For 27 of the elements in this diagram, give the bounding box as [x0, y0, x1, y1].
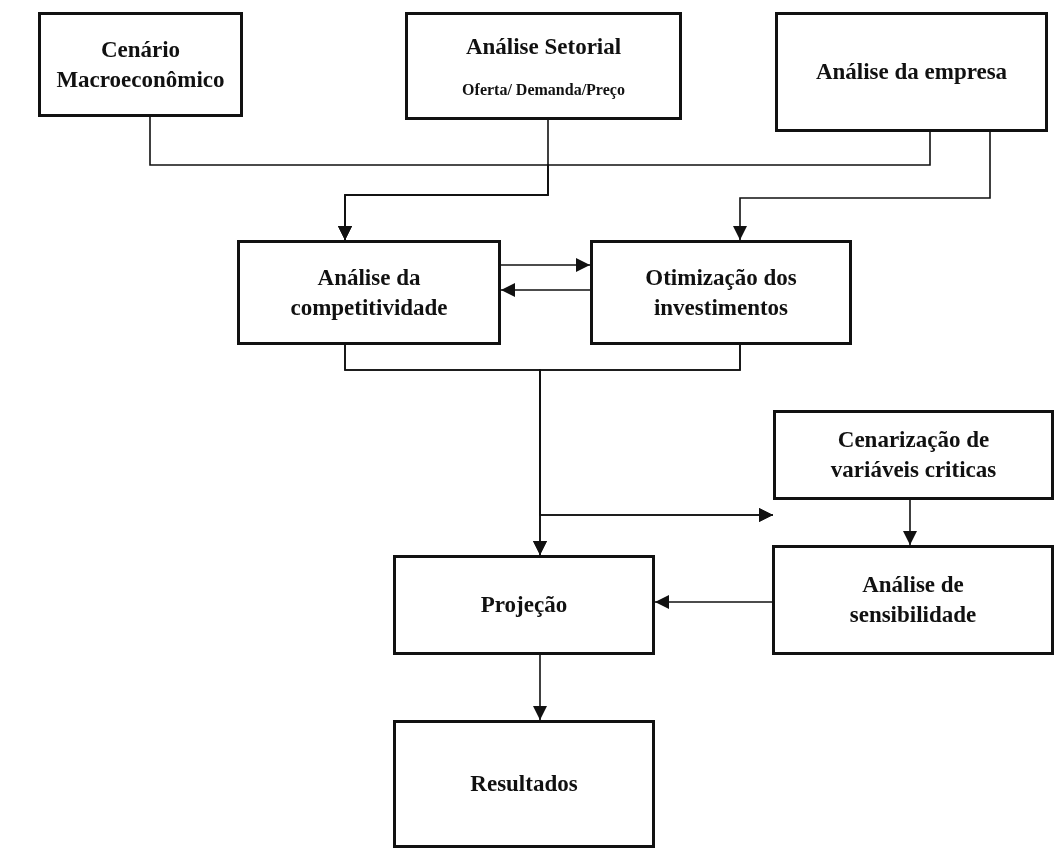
arrow	[500, 258, 591, 272]
box-label: Análise Setorial	[465, 32, 622, 61]
box-label: Cenário Macroeconômico	[55, 35, 226, 94]
process-box	[393, 555, 655, 655]
process-box	[237, 240, 501, 345]
box-label: Análise de sensibilidade	[848, 571, 978, 629]
arrow	[533, 654, 547, 721]
box-label: Análise da empresa	[815, 58, 1008, 87]
process-box	[773, 410, 1054, 500]
arrow	[733, 131, 991, 241]
arrow	[338, 131, 931, 241]
arrow	[500, 283, 591, 297]
box-subtitle: Oferta/ Demanda/Preço	[462, 79, 625, 101]
process-box	[405, 12, 682, 120]
process-box	[772, 545, 1054, 655]
arrow	[903, 499, 917, 546]
box-label: Cenarização de variáveis criticas	[829, 426, 998, 484]
box-label: Resultados	[470, 770, 578, 799]
process-box	[775, 12, 1048, 132]
box-label: Otimização dos investimentos	[644, 263, 798, 322]
box-label: Análise da competitividade	[289, 263, 449, 322]
arrow	[654, 595, 773, 609]
process-box	[38, 12, 243, 117]
arrow	[539, 344, 774, 522]
process-box	[393, 720, 655, 848]
process-box	[590, 240, 852, 345]
box-label: Projeção	[480, 591, 568, 620]
